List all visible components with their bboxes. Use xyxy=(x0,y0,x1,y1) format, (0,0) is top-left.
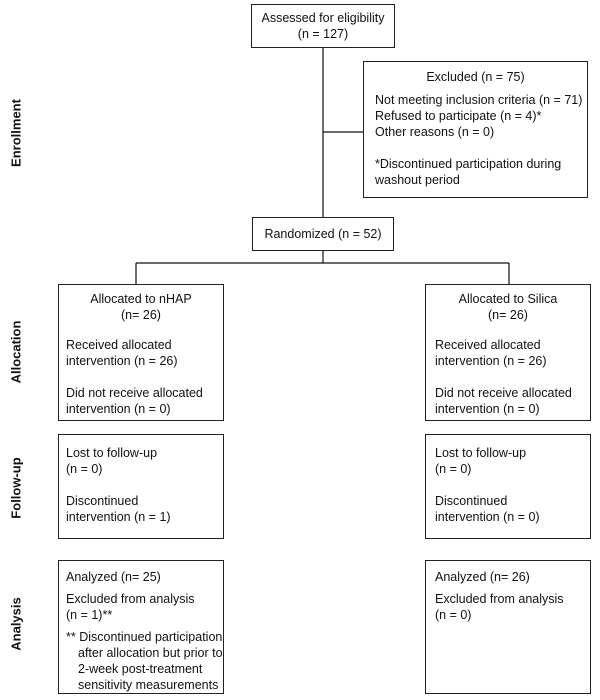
follow-up-lost-line: Lost to follow-up xyxy=(66,446,158,460)
excluded-footnote-line: washout period xyxy=(375,173,460,187)
analysis-excluded-line: (n = 0) xyxy=(435,608,472,622)
analysis-excluded-line: Excluded from analysis xyxy=(435,592,564,606)
analysis-excluded-line: (n = 1)** xyxy=(66,608,113,622)
stage-label-allocation: Allocation xyxy=(8,320,24,384)
excluded-reason-refused: Refused to participate (n = 4)* xyxy=(375,109,542,123)
follow-up-box-nhap: Lost to follow-up (n = 0) Discontinued i… xyxy=(58,434,224,539)
allocation-not-received-line: Did not receive allocated xyxy=(66,386,203,400)
allocation-not-received-line: intervention (n = 0) xyxy=(435,402,540,416)
allocation-count-silica: (n= 26) xyxy=(488,308,528,322)
follow-up-discontinued-line: Discontinued xyxy=(435,494,508,508)
follow-up-discontinued-line: intervention (n = 0) xyxy=(435,510,540,524)
analysis-footnote-line: 2-week post-treatment xyxy=(78,662,203,676)
allocation-received-line: Received allocated xyxy=(435,338,541,352)
allocation-count-nhap: (n= 26) xyxy=(121,308,161,322)
analysis-box-silica: Analyzed (n= 26) Excluded from analysis … xyxy=(425,560,591,694)
follow-up-discontinued-line: intervention (n = 1) xyxy=(66,510,171,524)
assessed-count: (n = 127) xyxy=(297,27,349,41)
assessed-box: Assessed for eligibility (n = 127) xyxy=(251,4,395,48)
follow-up-discontinued-line: Discontinued xyxy=(66,494,139,508)
analysis-footnote-line: after allocation but prior to xyxy=(78,646,223,660)
excluded-reason-other: Other reasons (n = 0) xyxy=(375,125,495,139)
allocation-box-silica: Allocated to Silica (n= 26) Received all… xyxy=(425,284,591,421)
allocation-received-line: intervention (n = 26) xyxy=(66,354,178,368)
stage-label-analysis: Analysis xyxy=(8,597,24,651)
assessed-title: Assessed for eligibility xyxy=(261,11,385,25)
excluded-reason-criteria: Not meeting inclusion criteria (n = 71) xyxy=(375,93,583,107)
analysis-footnote-line: ** Discontinued participation xyxy=(66,630,223,644)
analysis-analyzed-nhap: Analyzed (n= 25) xyxy=(66,570,161,584)
excluded-footnote-line: *Discontinued participation during xyxy=(375,157,562,171)
analysis-box-nhap: Analyzed (n= 25) Excluded from analysis … xyxy=(58,560,224,694)
analysis-excluded-line: Excluded from analysis xyxy=(66,592,195,606)
allocation-title-nhap: Allocated to nHAP xyxy=(90,292,192,306)
stage-label-enrollment: Enrollment xyxy=(8,99,24,167)
allocation-title-silica: Allocated to Silica xyxy=(458,292,558,306)
allocation-received-line: intervention (n = 26) xyxy=(435,354,547,368)
analysis-analyzed-silica: Analyzed (n= 26) xyxy=(435,570,530,584)
randomized-label: Randomized (n = 52) xyxy=(264,227,382,241)
stage-label-follow-up: Follow-up xyxy=(8,457,24,519)
follow-up-lost-line: (n = 0) xyxy=(435,462,472,476)
randomized-box: Randomized (n = 52) xyxy=(252,217,394,251)
analysis-footnote-line: sensitivity measurements xyxy=(78,678,219,692)
excluded-box: Excluded (n = 75) Not meeting inclusion … xyxy=(363,61,588,198)
follow-up-lost-line: Lost to follow-up xyxy=(435,446,527,460)
allocation-not-received-line: intervention (n = 0) xyxy=(66,402,171,416)
allocation-received-line: Received allocated xyxy=(66,338,172,352)
follow-up-lost-line: (n = 0) xyxy=(66,462,103,476)
excluded-title: Excluded (n = 75) xyxy=(426,70,525,84)
allocation-not-received-line: Did not receive allocated xyxy=(435,386,572,400)
allocation-box-nhap: Allocated to nHAP (n= 26) Received alloc… xyxy=(58,284,224,421)
follow-up-box-silica: Lost to follow-up (n = 0) Discontinued i… xyxy=(425,434,591,539)
